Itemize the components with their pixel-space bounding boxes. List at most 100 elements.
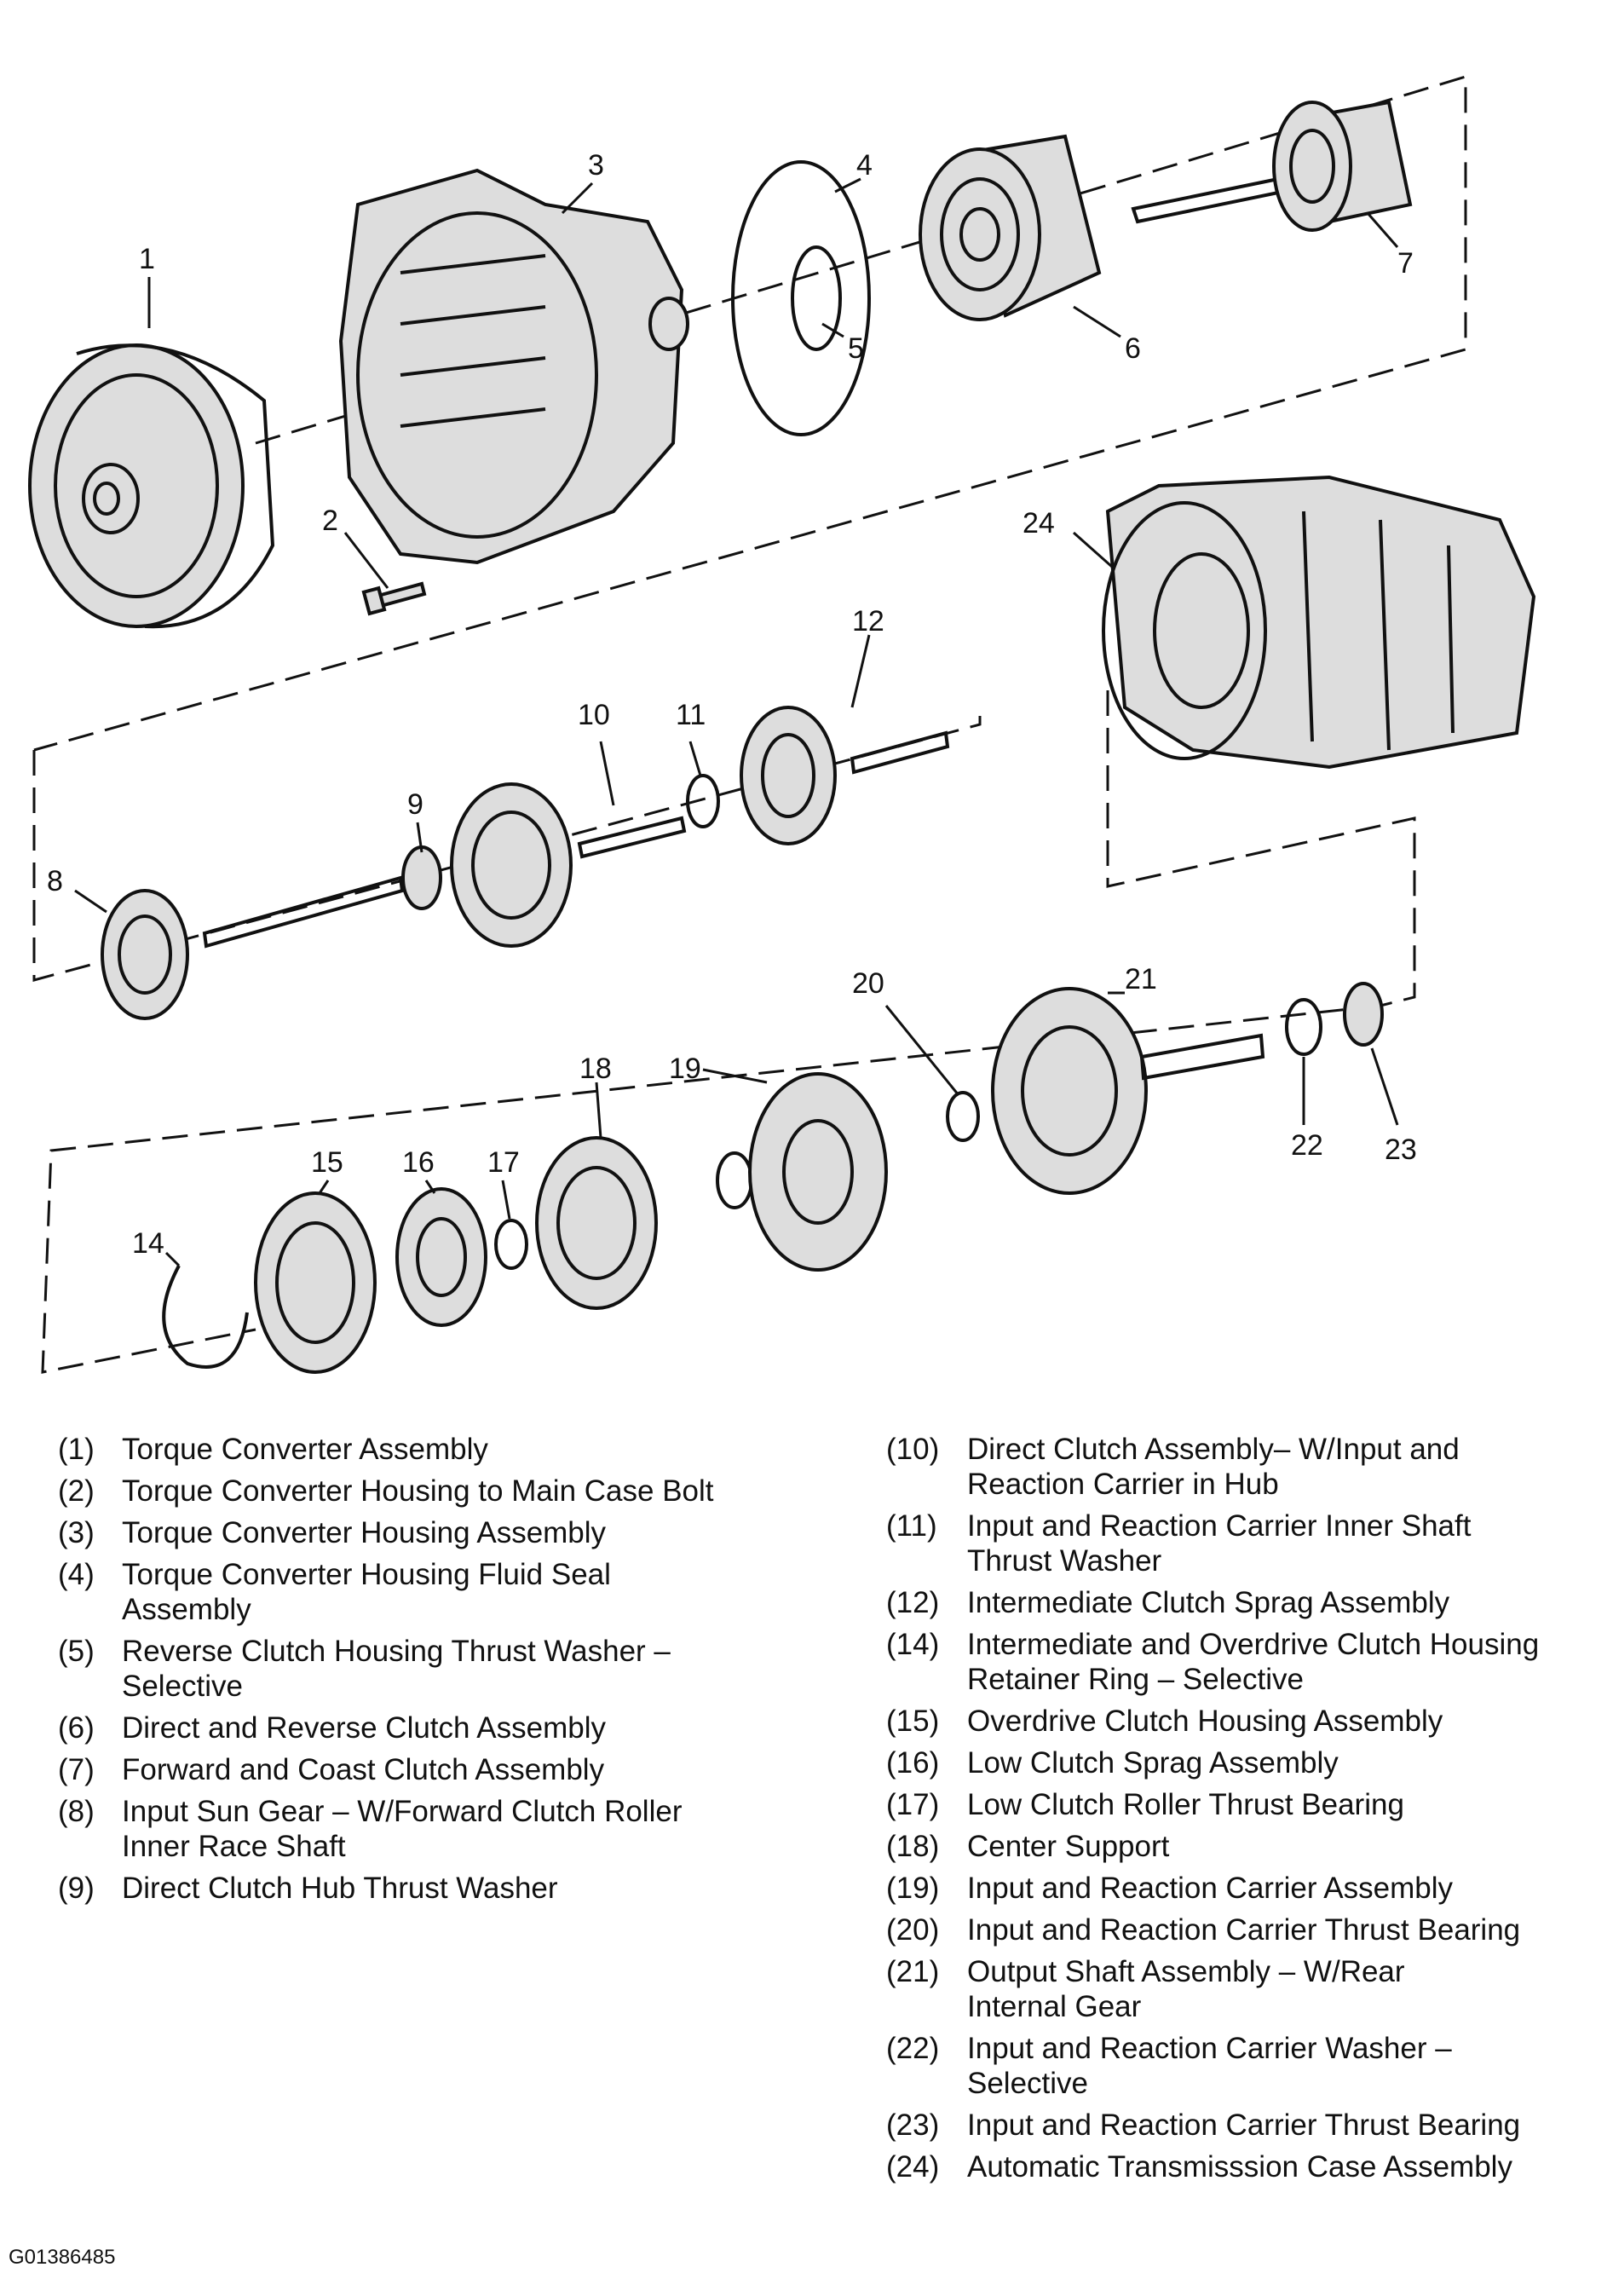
legend-number: (17) [886,1788,940,1821]
part-forward-coast-clutch [1131,100,1413,232]
part-thrust-washer-5 [791,245,842,351]
legend-number: (24) [886,2150,940,2184]
legend-text: Input and Reaction Carrier Washer – Sele… [967,2032,1452,2100]
part-center-support [535,1136,658,1310]
part-converter-housing [338,168,689,565]
callout-19: 19 [669,1053,701,1085]
legend-number: (22) [886,2032,940,2065]
legend-item: (8) Input Sun Gear – W/Forward Clutch Rol… [58,1794,825,1864]
callout-1: 1 [139,243,155,275]
legend-item: (9) Direct Clutch Hub Thrust Washer [58,1871,825,1906]
legend-column-left: (1) Torque Converter Assembly (2)Torque C… [58,1432,825,1912]
legend-number: (19) [886,1872,940,1905]
callout-7: 7 [1397,247,1414,280]
callout-23: 23 [1385,1134,1417,1166]
legend-item: (5) Reverse Clutch Housing Thrust Washer … [58,1634,825,1704]
legend-column-right: (10) Direct Clutch Assembly– W/Input and … [886,1432,1602,2191]
part-bearing-20 [946,1091,980,1142]
callout-20: 20 [852,967,884,1000]
part-input-reaction-carrier [716,1072,888,1272]
legend-text: Low Clutch Sprag Assembly [967,1746,1339,1780]
legend-item: (14)Intermediate and Overdrive Clutch Ho… [886,1627,1602,1697]
assembly-line-case [1106,690,1416,1007]
legend-number: (23) [886,2109,940,2142]
legend-item: (15) Overdrive Clutch Housing Assembly [886,1704,1602,1739]
legend-number: (7) [58,1753,95,1786]
callout-16: 16 [402,1146,435,1179]
part-direct-reverse-clutch [919,134,1102,321]
legend-number: (9) [58,1872,95,1905]
legend-item: (1) Torque Converter Assembly [58,1432,825,1467]
legend-text: Direct Clutch Assembly– W/Input and Reac… [967,1433,1460,1501]
exploded-diagram: 1 2 3 4 5 6 7 8 9 10 11 12 14 15 16 17 1… [28,74,1536,1374]
part-washer-22 [1285,998,1322,1056]
parts-legend: (1) Torque Converter Assembly (2)Torque C… [0,1432,1613,2216]
legend-text: Input and Reaction Carrier Assembly [967,1872,1453,1905]
legend-item: (18)Center Support [886,1829,1602,1864]
legend-text: Input Sun Gear – W/Forward Clutch Roller… [122,1795,683,1863]
legend-item: (6) Direct and Reverse Clutch Assembly [58,1710,825,1745]
legend-text: Input and Reaction Carrier Thrust Bearin… [967,1913,1521,1947]
callout-18: 18 [579,1053,612,1085]
legend-number: (8) [58,1795,95,1828]
legend-number: (10) [886,1433,940,1466]
legend-item: (19) Input and Reaction Carrier Assembly [886,1871,1602,1906]
part-fluid-seal [731,160,871,436]
legend-item: (11)Input and Reaction Carrier Inner Sha… [886,1509,1602,1578]
legend-text: Input and Reaction Carrier Thrust Bearin… [967,2109,1521,2142]
callout-15: 15 [311,1146,343,1179]
legend-text: Automatic Transmisssion Case Assembly [967,2150,1512,2184]
legend-item: (7)Forward and Coast Clutch Assembly [58,1752,825,1787]
legend-text: Overdrive Clutch Housing Assembly [967,1705,1443,1738]
legend-item: (2)Torque Converter Housing to Main Case… [58,1474,825,1509]
legend-text: Direct and Reverse Clutch Assembly [122,1711,606,1745]
legend-number: (20) [886,1913,940,1947]
callout-14: 14 [132,1227,164,1260]
legend-text: Torque Converter Housing Fluid Seal Asse… [122,1558,611,1626]
part-low-sprag [395,1187,487,1327]
legend-item: (17)Low Clutch Roller Thrust Bearing [886,1787,1602,1822]
part-direct-clutch [450,782,687,948]
legend-number: (6) [58,1711,95,1745]
figure-id: G01386485 [9,2246,116,2269]
legend-text: Output Shaft Assembly – W/Rear Internal … [967,1955,1405,2023]
legend-item: (21) Output Shaft Assembly – W/Rear Inter… [886,1954,1602,2024]
legend-number: (1) [58,1433,95,1466]
legend-number: (3) [58,1516,95,1549]
part-output-shaft [991,987,1265,1195]
diagram-svg: 1 2 3 4 5 6 7 8 9 10 11 12 14 15 16 17 1… [28,74,1536,1374]
callout-3: 3 [588,149,604,182]
legend-item: (10) Direct Clutch Assembly– W/Input and … [886,1432,1602,1502]
legend-text: Torque Converter Housing Assembly [122,1516,607,1549]
legend-text: Intermediate Clutch Sprag Assembly [967,1586,1450,1619]
callout-24: 24 [1023,507,1055,539]
legend-item: (24) Automatic Transmisssion Case Assembl… [886,2149,1602,2184]
part-input-sun-gear [101,875,405,1020]
legend-item: (23) Input and Reaction Carrier Thrust Be… [886,2108,1602,2143]
part-intermediate-sprag [740,706,950,845]
legend-number: (12) [886,1586,940,1619]
legend-number: (5) [58,1635,95,1668]
legend-item: (4) Torque Converter Housing Fluid Seal A… [58,1557,825,1627]
part-thrust-washer-9 [401,845,442,910]
legend-text: Reverse Clutch Housing Thrust Washer – S… [122,1635,671,1703]
legend-text: Input and Reaction Carrier Inner Shaft T… [967,1509,1472,1578]
legend-text: Intermediate and Overdrive Clutch Housin… [967,1628,1540,1696]
callout-5: 5 [848,332,864,365]
callout-22: 22 [1291,1129,1323,1162]
legend-number: (21) [886,1955,940,1988]
callout-8: 8 [47,865,63,897]
assembly-line-bottom [41,1004,1381,1374]
callout-4: 4 [856,149,873,182]
legend-number: (15) [886,1705,940,1738]
legend-number: (4) [58,1558,95,1591]
legend-text: Torque Converter Assembly [122,1433,488,1466]
legend-text: Direct Clutch Hub Thrust Washer [122,1872,558,1905]
legend-text: Torque Converter Housing to Main Case Bo… [122,1474,714,1508]
legend-item: (16)Low Clutch Sprag Assembly [886,1745,1602,1780]
part-retainer-ring [162,1265,249,1369]
part-overdrive-housing [254,1191,377,1374]
part-bolt [361,581,427,616]
callout-2: 2 [322,505,338,537]
legend-item: (22) Input and Reaction Carrier Washer – … [886,2031,1602,2101]
